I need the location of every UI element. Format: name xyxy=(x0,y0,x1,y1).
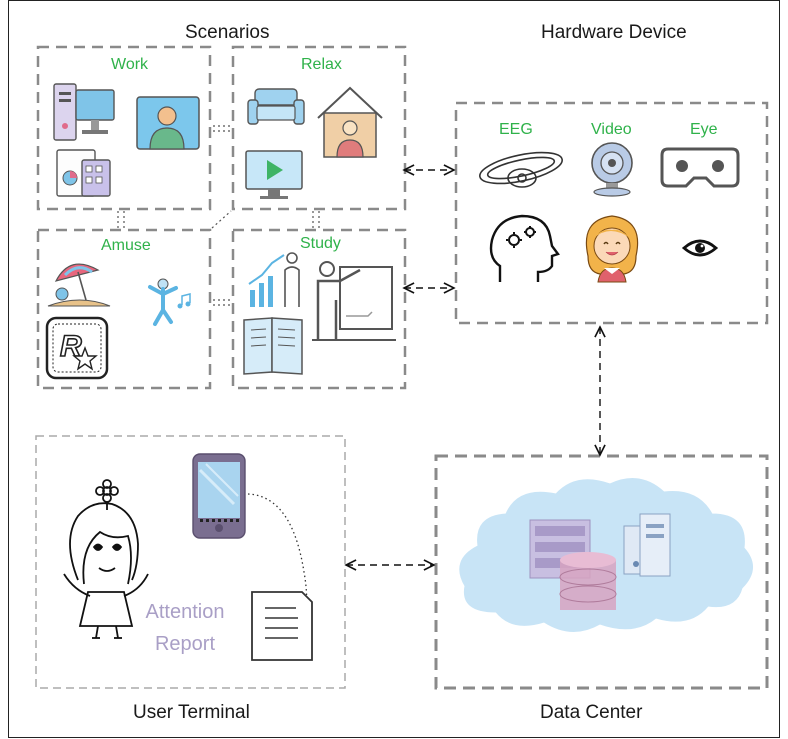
eye-icon xyxy=(681,239,719,257)
eeg-headband-icon xyxy=(479,151,563,188)
smartphone-icon xyxy=(192,453,246,539)
eye-label: Eye xyxy=(690,121,718,138)
scenarios-title: Scenarios xyxy=(185,22,270,43)
webcam-icon xyxy=(591,142,633,197)
amuse-label: Amuse xyxy=(101,237,151,254)
dancer-music-icon xyxy=(148,278,191,326)
attention-report-label: Attention Report xyxy=(130,596,240,660)
amuse-box xyxy=(36,228,212,390)
sofa-icon xyxy=(247,88,305,125)
growth-chart-person-icon xyxy=(248,252,300,307)
brain-gears-icon xyxy=(489,214,560,282)
girl-doodle-icon xyxy=(63,479,149,639)
data-center-box xyxy=(434,454,769,690)
report-line-1: Attention xyxy=(145,601,225,623)
server-unit-icon xyxy=(623,513,671,577)
work-label: Work xyxy=(111,56,149,73)
desktop-computer-icon xyxy=(53,83,115,141)
video-label: Video xyxy=(591,121,632,138)
svg-text:R: R xyxy=(60,330,82,363)
hardware-device-title: Hardware Device xyxy=(541,22,687,43)
relax-box xyxy=(231,45,407,211)
rockstar-logo-icon: R xyxy=(45,316,109,380)
video-call-icon xyxy=(136,96,200,150)
relax-label: Relax xyxy=(301,56,342,73)
vr-headset-icon xyxy=(660,147,740,188)
scenario-boxes xyxy=(36,45,407,390)
report-document-icon xyxy=(251,591,313,661)
study-label: Study xyxy=(300,235,341,252)
flow-arrows xyxy=(346,170,600,565)
home-person-icon xyxy=(317,86,383,158)
tv-play-icon xyxy=(245,150,303,199)
scenario-links xyxy=(117,125,320,306)
user-terminal-title: User Terminal xyxy=(133,702,250,723)
hardware-box xyxy=(454,101,769,325)
eeg-label: EEG xyxy=(499,121,533,138)
database-icon xyxy=(559,552,617,610)
outer-border xyxy=(8,0,780,738)
study-box xyxy=(231,228,407,390)
work-box xyxy=(36,45,212,211)
girl-face-icon xyxy=(585,215,639,283)
teacher-board-icon xyxy=(312,261,396,341)
open-book-icon xyxy=(243,317,303,375)
beach-umbrella-icon xyxy=(47,263,111,307)
report-line-2: Report xyxy=(154,633,216,655)
document-chart-icon xyxy=(56,149,111,197)
data-center-title: Data Center xyxy=(540,702,643,723)
